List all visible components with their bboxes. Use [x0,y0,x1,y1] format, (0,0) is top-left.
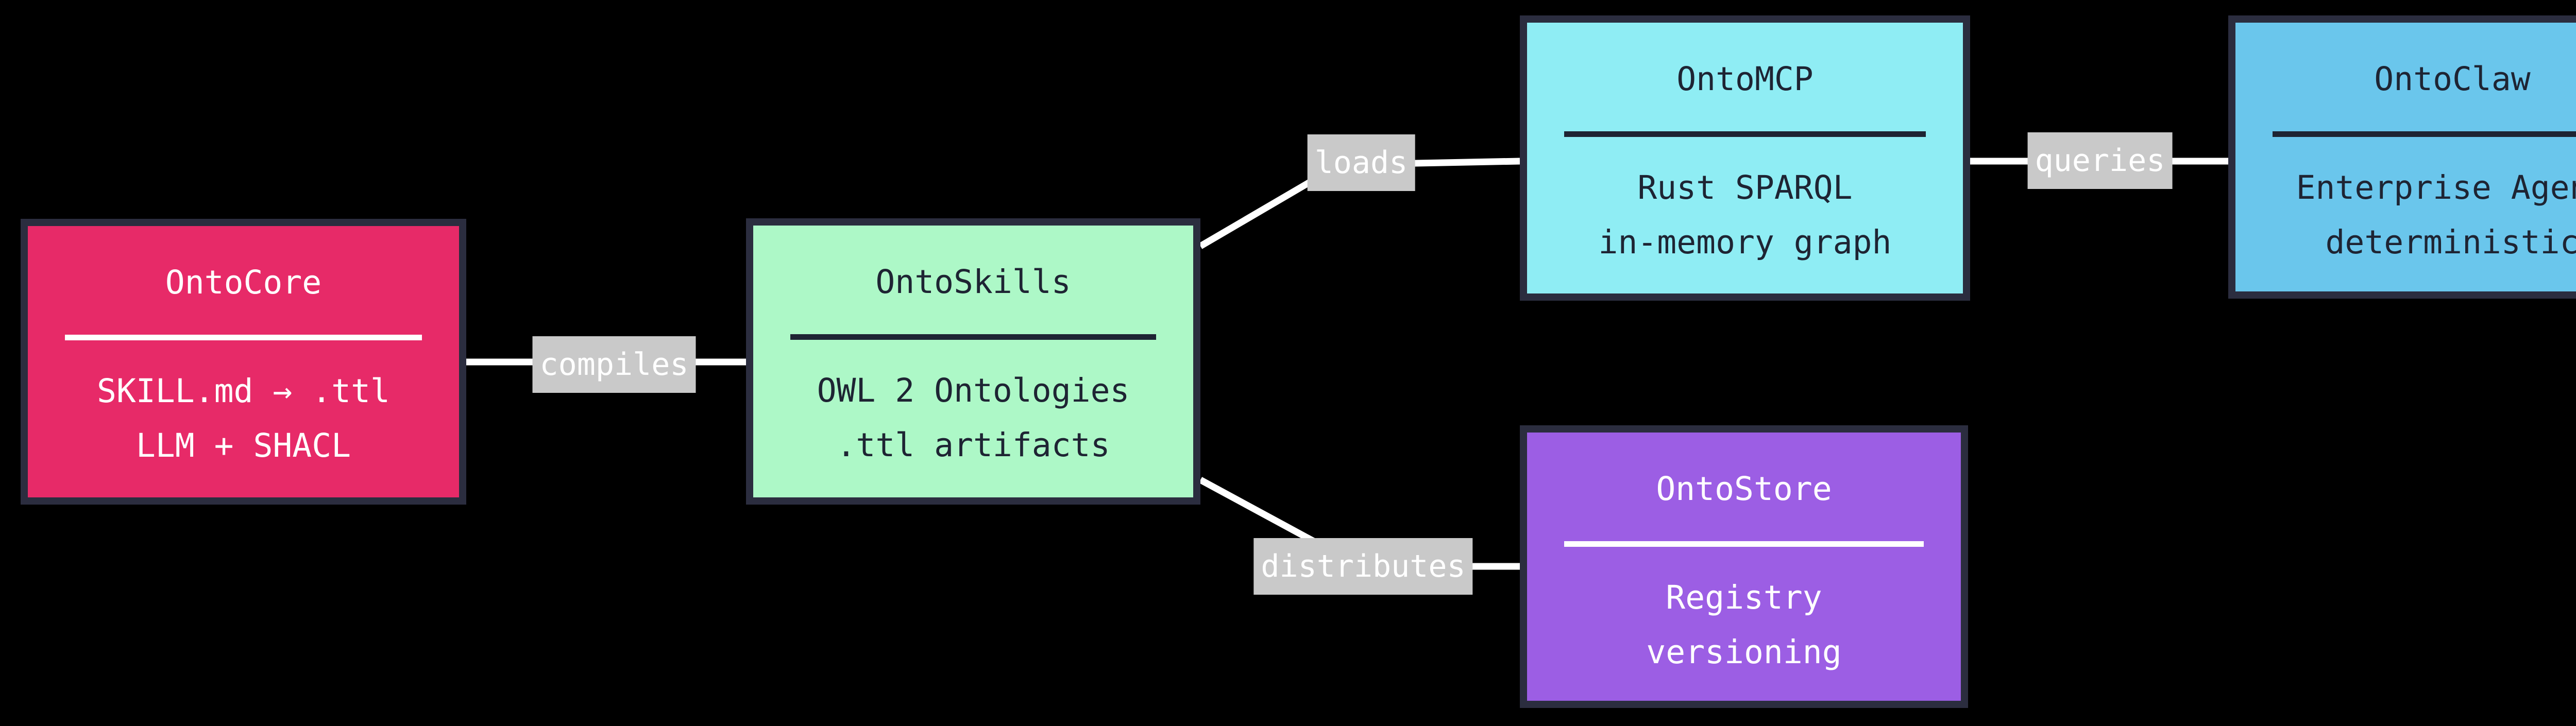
node-line: Rust SPARQL [1637,169,1853,206]
node-title: OntoClaw [2374,60,2531,98]
node-ontomcp: OntoMCP Rust SPARQL in-memory graph [1520,15,1970,301]
node-ontoskills: OntoSkills OWL 2 Ontologies .ttl artifac… [746,218,1200,505]
node-line: Enterprise Agent [2296,169,2576,206]
node-line: versioning [1646,633,1842,671]
node-title: OntoMCP [1676,60,1814,98]
node-line: in-memory graph [1598,223,1892,261]
node-line: .ttl artifacts [836,426,1110,464]
node-ontocore: OntoCore SKILL.md → .ttl LLM + SHACL [21,219,466,505]
node-line: OWL 2 Ontologies [817,372,1130,409]
node-line: deterministic [2325,223,2576,261]
node-line: Registry [1666,579,1822,616]
node-line: SKILL.md → .ttl [97,372,390,410]
node-line: LLM + SHACL [135,427,351,464]
node-ontoclaw: OntoClaw Enterprise Agent deterministic [2228,15,2576,299]
node-title: OntoStore [1656,470,1832,508]
node-title: OntoCore [165,264,322,301]
node-divider [1564,541,1924,547]
node-divider [65,335,422,340]
edge-label-loads: loads [1307,134,1415,191]
node-ontostore: OntoStore Registry versioning [1520,425,1968,708]
edge-label-compiles: compiles [532,336,696,393]
node-divider [790,334,1156,340]
node-title: OntoSkills [875,263,1071,301]
node-divider [1564,131,1926,137]
edge-label-distributes: distributes [1253,538,1473,595]
edge-label-queries: queries [2027,132,2173,189]
node-divider [2273,131,2576,137]
